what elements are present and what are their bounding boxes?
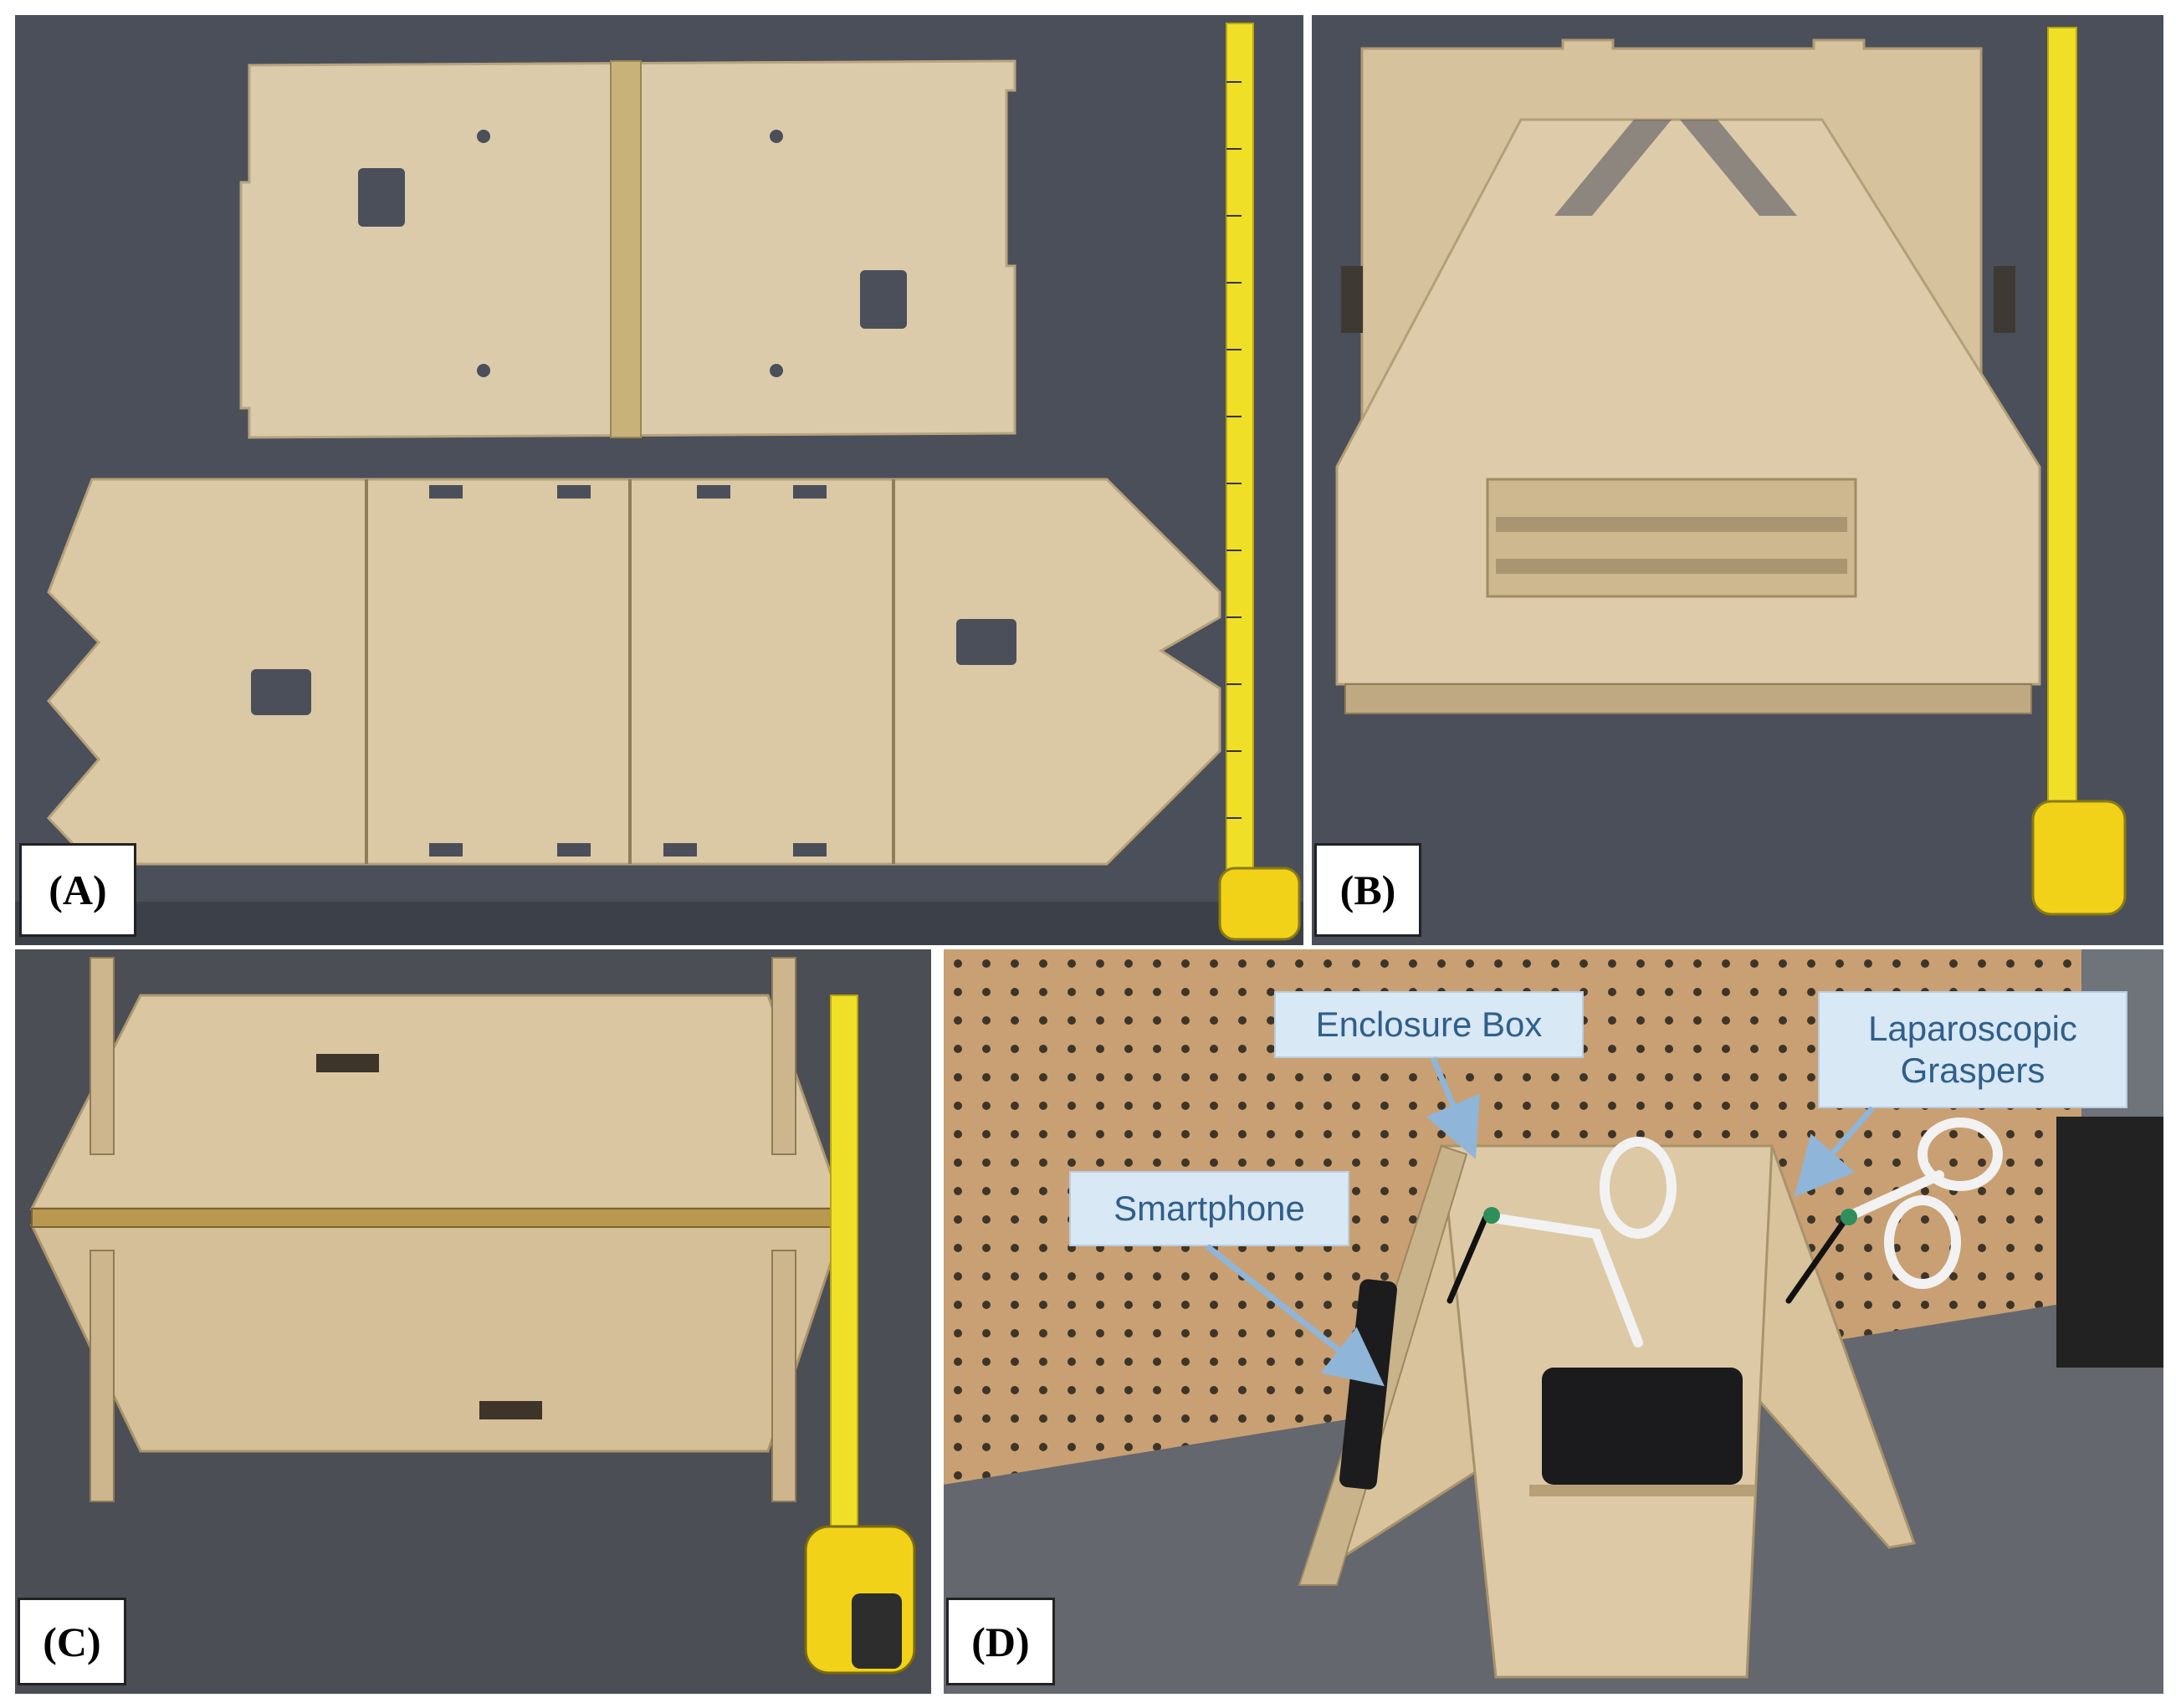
callout-laparoscopic-graspers: Laparoscopic Graspers <box>1818 991 2127 1108</box>
callout-enclosure-box: Enclosure Box <box>1274 991 1584 1058</box>
panel-d: Enclosure Box Laparoscopic Graspers Smar… <box>944 949 2163 1694</box>
callout-laparoscopic-graspers-line2: Graspers <box>1900 1051 2045 1090</box>
panel-a-photo <box>15 15 1303 945</box>
panel-c-label: (C) <box>18 1598 126 1685</box>
panel-c: (C) <box>15 949 931 1694</box>
panel-a: (A) <box>15 15 1303 945</box>
panel-c-photo <box>15 949 931 1694</box>
callout-laparoscopic-graspers-line1: Laparoscopic <box>1868 1008 2077 1048</box>
panel-b-photo <box>1312 15 2163 945</box>
panel-a-label: (A) <box>19 843 136 937</box>
callout-enclosure-box-text: Enclosure Box <box>1315 1004 1543 1044</box>
callout-smartphone: Smartphone <box>1069 1171 1349 1246</box>
panel-d-label: (D) <box>946 1598 1055 1685</box>
callout-smartphone-text: Smartphone <box>1114 1188 1305 1228</box>
panel-b-label: (B) <box>1314 843 1421 937</box>
panel-b: (B) <box>1312 15 2163 945</box>
